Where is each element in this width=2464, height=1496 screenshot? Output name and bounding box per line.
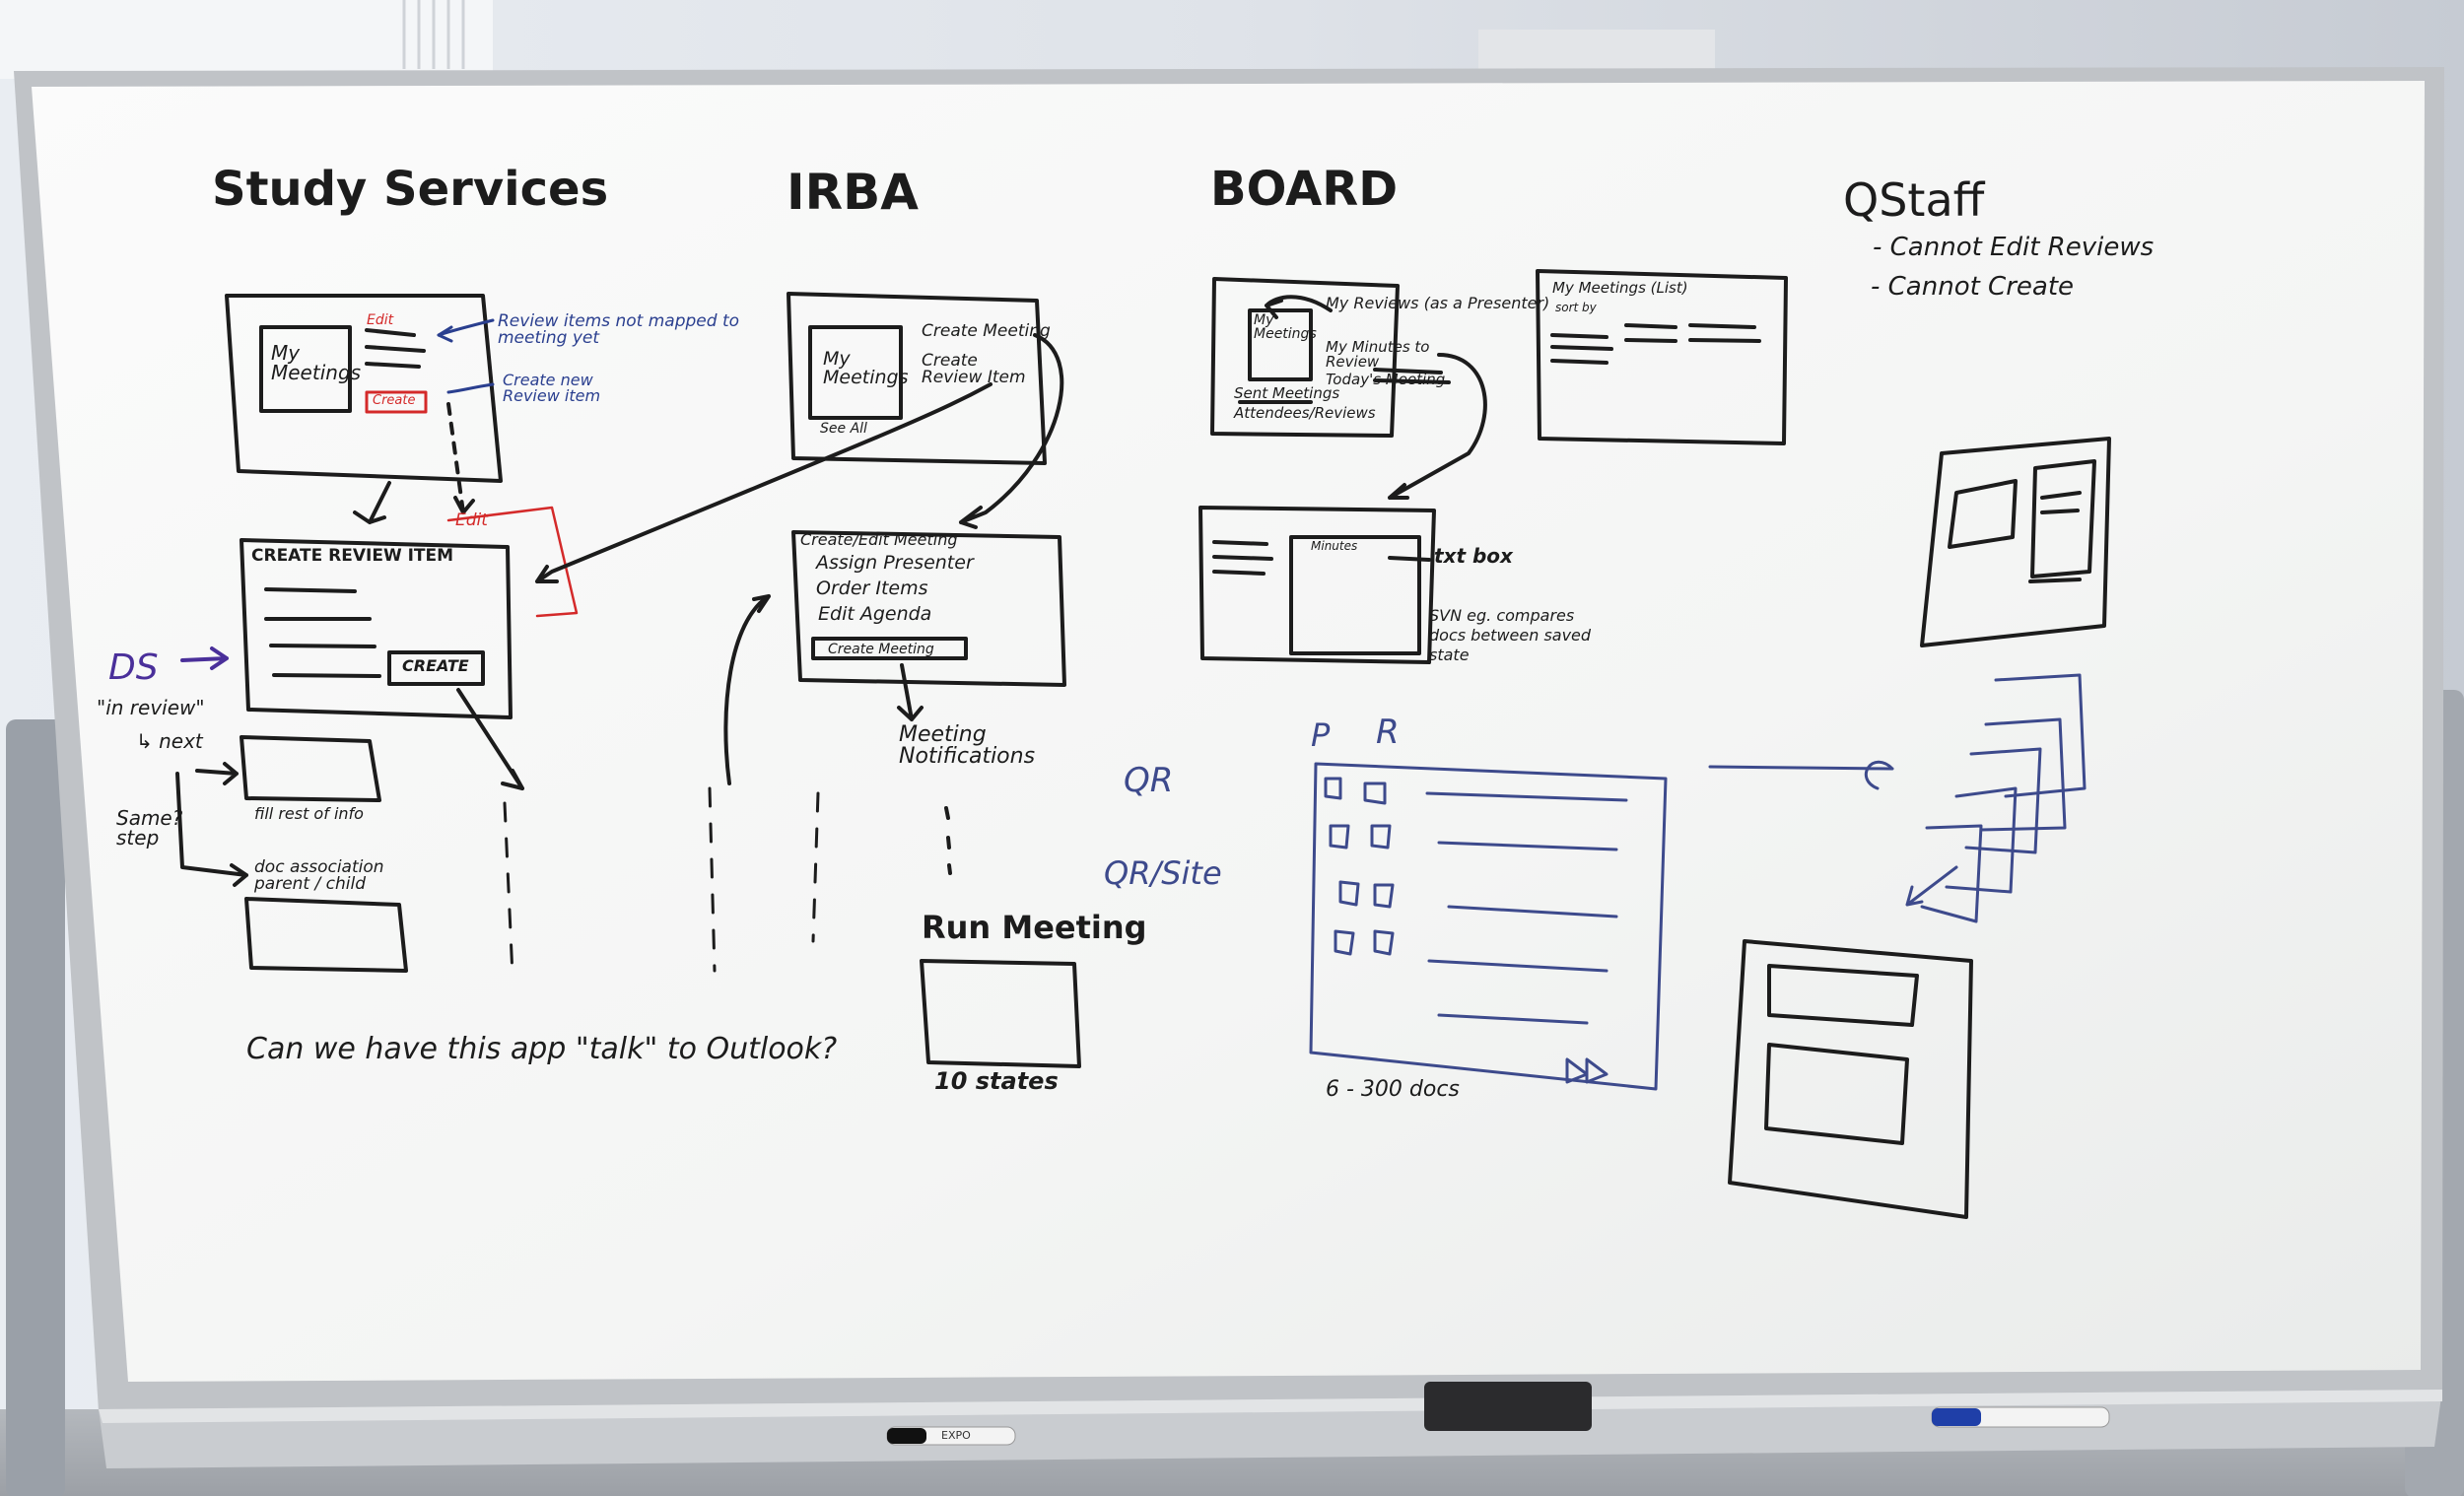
ss-outlook-question: Can we have this app "talk" to Outlook?	[246, 1032, 838, 1066]
irba-wireframe	[535, 292, 1081, 1068]
ss-fill-rest: fill rest of info	[254, 804, 364, 823]
cabinet	[1478, 30, 1715, 74]
heading-study-services: Study Services	[212, 162, 609, 217]
board-txt-box: txt box	[1434, 544, 1513, 568]
qstaff-wireframes	[1728, 437, 2111, 1219]
irba-ten-states: 10 states	[934, 1067, 1059, 1095]
ss-in-review: "in review"	[97, 696, 205, 719]
ss-create-label: Create	[373, 393, 416, 408]
irba-edit-agenda: Edit Agenda	[818, 603, 932, 625]
irba-assign-presenter: Assign Presenter	[816, 552, 974, 574]
small-screens	[175, 735, 408, 973]
study-services-wireframe	[225, 294, 503, 524]
black-marker[interactable]	[886, 1426, 1016, 1446]
ss-next: ↳ next	[136, 729, 203, 753]
stand-left	[6, 719, 65, 1496]
board-minutes: Minutes	[1311, 539, 1358, 553]
ss-create-review-item: CREATE REVIEW ITEM	[251, 546, 454, 566]
dashed-frames	[503, 786, 820, 978]
board-my-meetings-list: My Meetings (List)	[1552, 279, 1688, 297]
irba-create-meeting: Create Meeting	[922, 321, 1051, 341]
board-surface	[32, 81, 2425, 1382]
qstaff-note-2: - Cannot Create	[1871, 272, 2075, 302]
board-qr-site: QR/Site	[1104, 854, 1222, 892]
board-svn-note: SVN eg. compares docs between saved stat…	[1429, 606, 1592, 664]
board-sort-by: sort by	[1555, 301, 1597, 314]
ss-create-button[interactable]: CREATE	[402, 656, 469, 675]
heading-board: BOARD	[1210, 162, 1399, 217]
edit-tab-red	[446, 506, 579, 618]
irba-create-review-item: Create Review Item	[922, 351, 1026, 387]
board-my-reviews: My Reviews (as a Presenter)	[1326, 294, 1550, 312]
board-my-meetings: My Meetings	[1254, 312, 1317, 342]
irba-meeting-notifications: Meeting Notifications	[899, 722, 1036, 769]
study-services-arrows-blue	[437, 318, 495, 394]
irba-create-meeting-button[interactable]: Create Meeting	[828, 642, 934, 657]
window	[0, 0, 493, 79]
board-my-minutes: My Minutes to Review	[1326, 338, 1430, 371]
marker-label: EXPO	[941, 1429, 971, 1442]
heading-qstaff: QStaff	[1843, 173, 1985, 227]
board-r: R	[1376, 713, 1400, 752]
ss-doc-association: doc association parent / child	[254, 857, 384, 894]
board-docs-count: 6 - 300 docs	[1326, 1077, 1460, 1102]
board-sent-meetings: Sent Meetings	[1234, 384, 1340, 402]
docs-review-sketch	[1309, 760, 1894, 1091]
ss-review-items-note: Review items not mapped to meeting yet	[498, 311, 740, 348]
eraser[interactable]	[1424, 1382, 1592, 1431]
ss-same-step: Same? step	[116, 806, 183, 850]
blue-marker[interactable]	[1931, 1406, 2110, 1428]
board-qr: QR	[1124, 761, 1174, 800]
create-review-item-wireframe	[240, 538, 524, 790]
stacked-pages-sketch	[1905, 673, 2087, 923]
irba-create-edit-meeting: Create/Edit Meeting	[800, 530, 958, 549]
board-wireframes	[1198, 269, 1788, 664]
board-attendees: Attendees/Reviews	[1234, 404, 1376, 422]
board-todays-meeting: Today's Meeting	[1326, 371, 1446, 388]
irba-see-all[interactable]: See All	[820, 421, 867, 437]
ds-arrow	[180, 646, 229, 670]
ss-edit-label: Edit	[367, 312, 394, 328]
ss-create-new-note: Create new Review item	[503, 371, 601, 405]
ss-edit-tab: Edit	[455, 510, 488, 530]
board-p: P	[1311, 716, 1331, 754]
ss-my-meetings: My Meetings	[271, 341, 362, 384]
irba-my-meetings: My Meetings	[823, 348, 909, 388]
ss-ds: DS	[108, 647, 159, 688]
heading-irba: IRBA	[787, 164, 919, 221]
irba-run-meeting: Run Meeting	[922, 909, 1147, 946]
irba-order-items: Order Items	[816, 578, 928, 599]
qstaff-note-1: - Cannot Edit Reviews	[1873, 233, 2155, 262]
